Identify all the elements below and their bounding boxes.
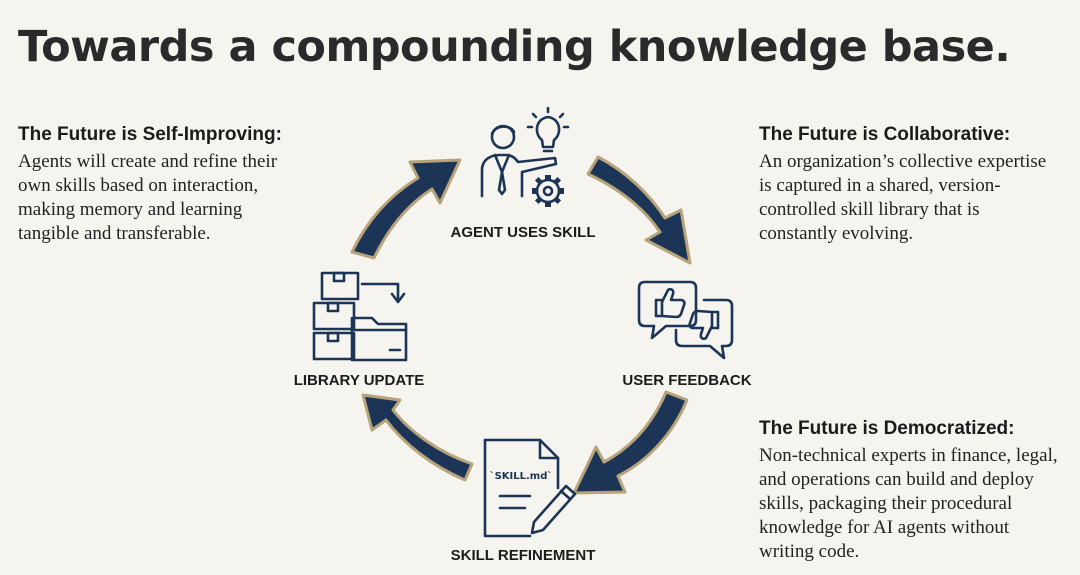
person-lightbulb-gear-icon — [480, 106, 570, 207]
panel-body: An organization’s collective expertise i… — [759, 151, 1047, 244]
panel-body: Non-technical experts in finance, legal,… — [759, 445, 1058, 562]
thumbs-up-down-chat-icon — [637, 280, 734, 360]
page-title: Towards a compounding knowledge base. — [18, 22, 1011, 72]
arrow-library-to-agent — [350, 158, 462, 260]
arrow-feedback-to-refinement — [572, 390, 689, 495]
panel-self-improving: The Future is Self-Improving: Agents wil… — [18, 124, 288, 246]
panel-heading: The Future is Collaborative: — [759, 124, 1011, 145]
node-label-library-update: LIBRARY UPDATE — [293, 372, 425, 389]
node-label-agent-uses-skill: AGENT USES SKILL — [450, 224, 596, 241]
doc-text: `SKILL.md` — [490, 470, 553, 482]
panel-body: Agents will create and refine their own … — [18, 151, 278, 244]
panel-heading: The Future is Self-Improving: — [18, 124, 282, 145]
panel-democratized: The Future is Democratized: Non-technica… — [759, 418, 1064, 564]
panel-collaborative: The Future is Collaborative: An organiza… — [759, 124, 1049, 246]
document-pencil-icon — [483, 438, 577, 538]
node-label-user-feedback: USER FEEDBACK — [622, 372, 752, 389]
arrow-agent-to-feedback — [586, 155, 692, 265]
arrow-refinement-to-library — [361, 393, 474, 482]
panel-heading: The Future is Democratized: — [759, 418, 1015, 439]
node-label-skill-refinement: SKILL REFINEMENT — [450, 547, 596, 564]
boxes-folder-icon — [312, 271, 408, 362]
